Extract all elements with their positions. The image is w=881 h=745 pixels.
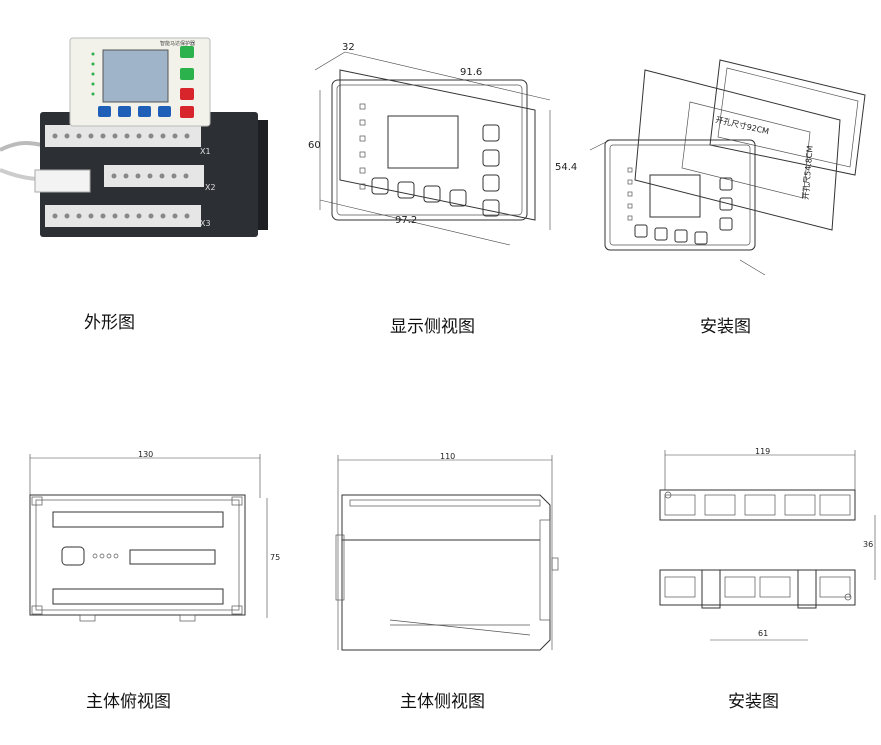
main-top-figure: 130 75 [20,450,280,640]
install-width: 119 [755,447,770,456]
dim-height-left: 60 [308,140,321,151]
main-side-drawing: 110 [335,452,559,651]
install-top-drawing: 开孔尺寸92CM 开孔尺54.8CM [589,59,866,276]
device-label: 智能马达保护器 [160,40,195,47]
dim-height-right: 54.4 [555,162,577,173]
terminal-label-x2: X2 [205,183,216,192]
device-illustration: 智能马达保护器 X1 X2 X3 [0,37,268,237]
install-bottom-drawing: 119 36 61 [659,447,876,641]
caption-main-side: 主体侧视图 [400,692,485,712]
terminal-label-x1: X1 [200,147,211,156]
caption-install-top: 安装图 [700,317,751,337]
dim-depth: 32 [342,42,355,53]
terminal-label-x3: X3 [200,219,211,228]
main-side-figure: 110 [330,450,580,660]
caption-display-side: 显示侧视图 [390,317,475,337]
main-top-width: 130 [138,450,153,459]
install-spacing: 61 [758,629,768,638]
dim-width-top: 91.6 [460,67,482,78]
caption-main-top: 主体俯视图 [86,692,171,712]
caption-appearance: 外形图 [84,313,135,333]
main-top-drawing: 130 75 [29,450,280,622]
cutout-width-label: 开孔尺寸92CM [715,114,771,136]
display-side-figure: 32 91.6 60 54.4 97.2 [300,30,580,250]
cutout-height-label: 开孔尺54.8CM [801,145,815,200]
display-side-drawing: 32 91.6 60 54.4 97.2 [308,42,577,246]
install-height: 36 [863,540,873,549]
main-side-width: 110 [440,452,455,461]
appearance-figure: 智能马达保护器 X1 X2 X3 [0,30,280,250]
dim-width-bottom: 97.2 [395,215,417,226]
main-top-height: 75 [270,553,280,562]
install-top-figure: 开孔尺寸92CM 开孔尺54.8CM [589,50,880,280]
caption-install-bottom: 安装图 [728,692,779,712]
install-bottom-figure: 119 36 61 [650,445,880,655]
